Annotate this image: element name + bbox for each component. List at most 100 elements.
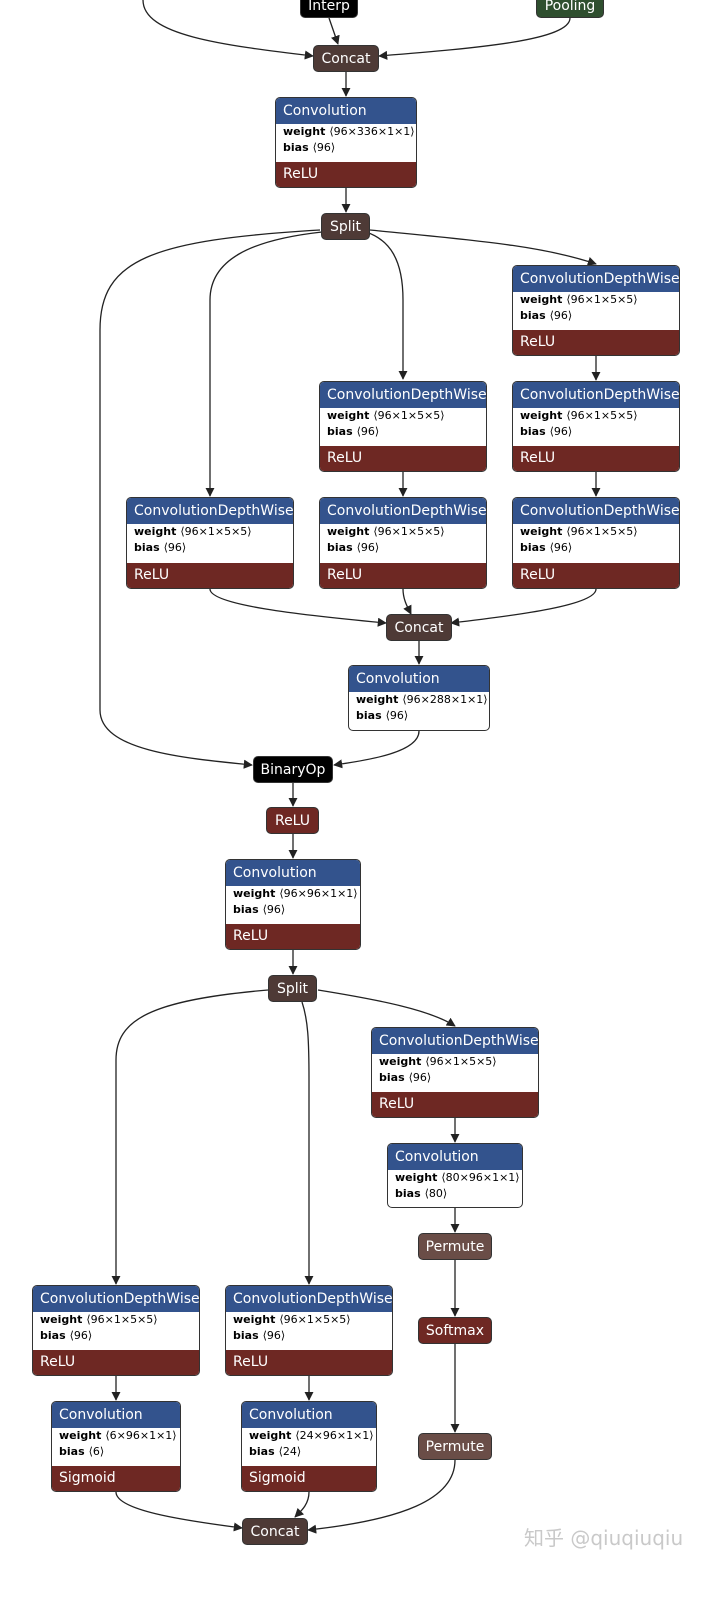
weight-attr: weight⟨96×1×5×5⟩	[134, 525, 252, 538]
node-title: ConvolutionDepthWise	[33, 1286, 199, 1312]
activation-label: ReLU	[320, 563, 486, 588]
weight-attr: weight⟨80×96×1×1⟩	[395, 1171, 520, 1184]
split-node[interactable]: Split	[268, 975, 317, 1002]
bias-attr: bias⟨96⟩	[520, 309, 573, 322]
node-title: Convolution	[242, 1402, 376, 1428]
convolution-depthwise-node[interactable]: ConvolutionDepthWise weight⟨96×1×5×5⟩ bi…	[126, 497, 294, 589]
concat-node[interactable]: Concat	[386, 614, 452, 641]
node-label: Split	[329, 218, 362, 235]
convolution-depthwise-node[interactable]: ConvolutionDepthWise weight⟨96×1×5×5⟩ bi…	[371, 1027, 539, 1118]
bias-attr: bias⟨96⟩	[327, 425, 380, 438]
bias-attr: bias⟨96⟩	[379, 1071, 432, 1084]
node-label: Concat	[394, 619, 444, 636]
edge	[450, 588, 597, 627]
edge	[378, 17, 571, 60]
convolution-depthwise-node[interactable]: ConvolutionDepthWise weight⟨96×1×5×5⟩ bi…	[32, 1285, 200, 1376]
node-title: ConvolutionDepthWise	[513, 266, 679, 292]
weight-attr: weight⟨96×288×1×1⟩	[356, 693, 488, 706]
node-label: ReLU	[274, 812, 311, 829]
activation-label: ReLU	[372, 1092, 538, 1117]
split-node[interactable]: Split	[321, 213, 370, 240]
edge	[111, 989, 269, 1285]
interp-node[interactable]: Interp	[300, 0, 358, 18]
node-title: ConvolutionDepthWise	[226, 1286, 392, 1312]
node-title: ConvolutionDepthWise	[320, 382, 486, 408]
activation-label: ReLU	[320, 446, 486, 471]
relu-node[interactable]: ReLU	[266, 807, 319, 834]
edge	[365, 231, 408, 380]
bias-attr: bias⟨96⟩	[327, 541, 380, 554]
edge	[402, 588, 412, 615]
edge	[115, 1491, 243, 1532]
node-title: ConvolutionDepthWise	[372, 1028, 538, 1054]
edge	[294, 1491, 310, 1518]
edge	[99, 229, 321, 769]
bias-attr: bias⟨96⟩	[520, 425, 573, 438]
edge	[333, 730, 420, 769]
node-label: Permute	[425, 1438, 485, 1455]
convolution-node[interactable]: Convolution weight⟨96×96×1×1⟩ bias⟨96⟩ R…	[225, 859, 361, 950]
weight-attr: weight⟨96×96×1×1⟩	[233, 887, 358, 900]
bias-attr: bias⟨24⟩	[249, 1445, 302, 1458]
convolution-node[interactable]: Convolution weight⟨24×96×1×1⟩ bias⟨24⟩ S…	[241, 1401, 377, 1492]
activation-label: Sigmoid	[242, 1466, 376, 1491]
edge	[209, 588, 387, 627]
edge	[369, 229, 597, 266]
weight-attr: weight⟨96×1×5×5⟩	[40, 1313, 158, 1326]
bias-attr: bias⟨96⟩	[233, 903, 286, 916]
node-label: Permute	[425, 1238, 485, 1255]
concat-node[interactable]: Concat	[313, 45, 379, 72]
edge	[317, 989, 456, 1027]
activation-label: ReLU	[127, 563, 293, 588]
node-label: Interp	[308, 0, 350, 14]
bias-attr: bias⟨96⟩	[233, 1329, 286, 1342]
node-title: Convolution	[276, 98, 416, 124]
weight-attr: weight⟨96×1×5×5⟩	[520, 293, 638, 306]
convolution-depthwise-node[interactable]: ConvolutionDepthWise weight⟨96×1×5×5⟩ bi…	[319, 497, 487, 589]
permute-node[interactable]: Permute	[418, 1233, 492, 1260]
node-label: Softmax	[425, 1322, 485, 1339]
activation-label: ReLU	[513, 446, 679, 471]
concat-node[interactable]: Concat	[242, 1518, 308, 1545]
activation-label: ReLU	[226, 924, 360, 949]
weight-attr: weight⟨96×1×5×5⟩	[379, 1055, 497, 1068]
permute-node[interactable]: Permute	[418, 1433, 492, 1460]
activation-label: ReLU	[513, 330, 679, 355]
convolution-depthwise-node[interactable]: ConvolutionDepthWise weight⟨96×1×5×5⟩ bi…	[225, 1285, 393, 1376]
convolution-depthwise-node[interactable]: ConvolutionDepthWise weight⟨96×1×5×5⟩ bi…	[512, 497, 680, 589]
convolution-depthwise-node[interactable]: ConvolutionDepthWise weight⟨96×1×5×5⟩ bi…	[512, 265, 680, 356]
activation-label: Sigmoid	[52, 1466, 180, 1491]
node-label: BinaryOp	[260, 761, 326, 778]
edge	[142, 0, 314, 60]
softmax-node[interactable]: Softmax	[418, 1317, 492, 1344]
activation-label: ReLU	[226, 1350, 392, 1375]
activation-label: ReLU	[276, 162, 416, 187]
convolution-node[interactable]: Convolution weight⟨6×96×1×1⟩ bias⟨6⟩ Sig…	[51, 1401, 181, 1492]
watermark: 知乎 @qiuqiuqiu	[524, 1526, 684, 1550]
node-label: Concat	[321, 50, 371, 67]
weight-attr: weight⟨96×1×5×5⟩	[327, 409, 445, 422]
bias-attr: bias⟨96⟩	[283, 141, 336, 154]
convolution-node[interactable]: Convolution weight⟨96×288×1×1⟩ bias⟨96⟩	[348, 665, 490, 731]
bias-attr: bias⟨6⟩	[59, 1445, 105, 1458]
convolution-depthwise-node[interactable]: ConvolutionDepthWise weight⟨96×1×5×5⟩ bi…	[319, 381, 487, 472]
pooling-node[interactable]: Pooling	[536, 0, 604, 18]
convolution-depthwise-node[interactable]: ConvolutionDepthWise weight⟨96×1×5×5⟩ bi…	[512, 381, 680, 472]
activation-label: ReLU	[33, 1350, 199, 1375]
binaryop-node[interactable]: BinaryOp	[253, 756, 333, 783]
edge	[205, 231, 323, 497]
weight-attr: weight⟨96×1×5×5⟩	[520, 525, 638, 538]
edge	[301, 1001, 314, 1285]
node-title: ConvolutionDepthWise	[320, 498, 486, 524]
bias-attr: bias⟨96⟩	[356, 709, 409, 722]
edge	[328, 17, 340, 45]
convolution-node[interactable]: Convolution weight⟨96×336×1×1⟩ bias⟨96⟩ …	[275, 97, 417, 188]
node-label: Split	[276, 980, 309, 997]
bias-attr: bias⟨96⟩	[134, 541, 187, 554]
convolution-node[interactable]: Convolution weight⟨80×96×1×1⟩ bias⟨80⟩	[387, 1143, 523, 1208]
node-title: Convolution	[349, 666, 489, 692]
bias-attr: bias⟨96⟩	[40, 1329, 93, 1342]
node-label: Pooling	[544, 0, 596, 14]
edge	[307, 1459, 456, 1534]
